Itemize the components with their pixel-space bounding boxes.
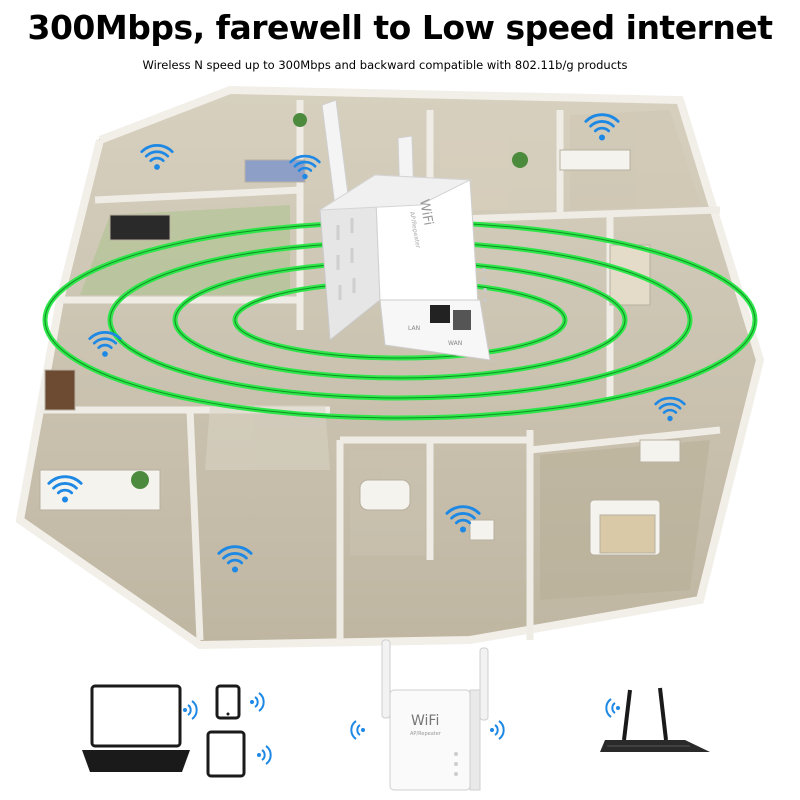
wifi-icon — [249, 692, 265, 712]
tablet-icon — [206, 730, 246, 778]
lan-port — [430, 305, 450, 323]
bottom-devices: WiFi AP/Repeater — [82, 639, 710, 791]
desk — [559, 149, 631, 171]
bathtub — [359, 479, 411, 511]
repeater-brand-text: WiFi — [411, 713, 439, 729]
bed-blanket — [599, 514, 656, 554]
wifi-icon — [605, 698, 621, 718]
device-brand-text: WiFi — [416, 198, 435, 227]
wifi-icon — [182, 700, 198, 720]
router-icon — [600, 687, 710, 752]
wifi-icon — [350, 720, 366, 740]
wan-port — [453, 310, 471, 330]
wifi-icon — [489, 720, 505, 740]
table — [639, 439, 681, 463]
floor-plan — [15, 85, 765, 650]
repeater-model-text: AP/Repeater — [410, 731, 442, 737]
tv-unit — [109, 214, 171, 241]
door — [44, 369, 76, 411]
wan-label: WAN — [448, 340, 462, 347]
repeater-device-large: WiFi AP/Repeater LAN WAN — [318, 99, 491, 361]
plants — [131, 113, 528, 489]
laptop-icon — [82, 684, 190, 772]
subheadline: Wireless N speed up to 300Mbps and backw… — [142, 58, 628, 72]
lan-label: LAN — [408, 325, 420, 332]
tablet-icon — [215, 684, 241, 720]
wifi-icon — [256, 745, 272, 765]
chair — [469, 519, 495, 541]
sofa — [244, 159, 306, 183]
repeater-icon: WiFi AP/Repeater — [381, 639, 489, 791]
headline: 300Mbps, farewell to Low speed internet — [27, 8, 773, 47]
status-leds — [482, 268, 487, 302]
